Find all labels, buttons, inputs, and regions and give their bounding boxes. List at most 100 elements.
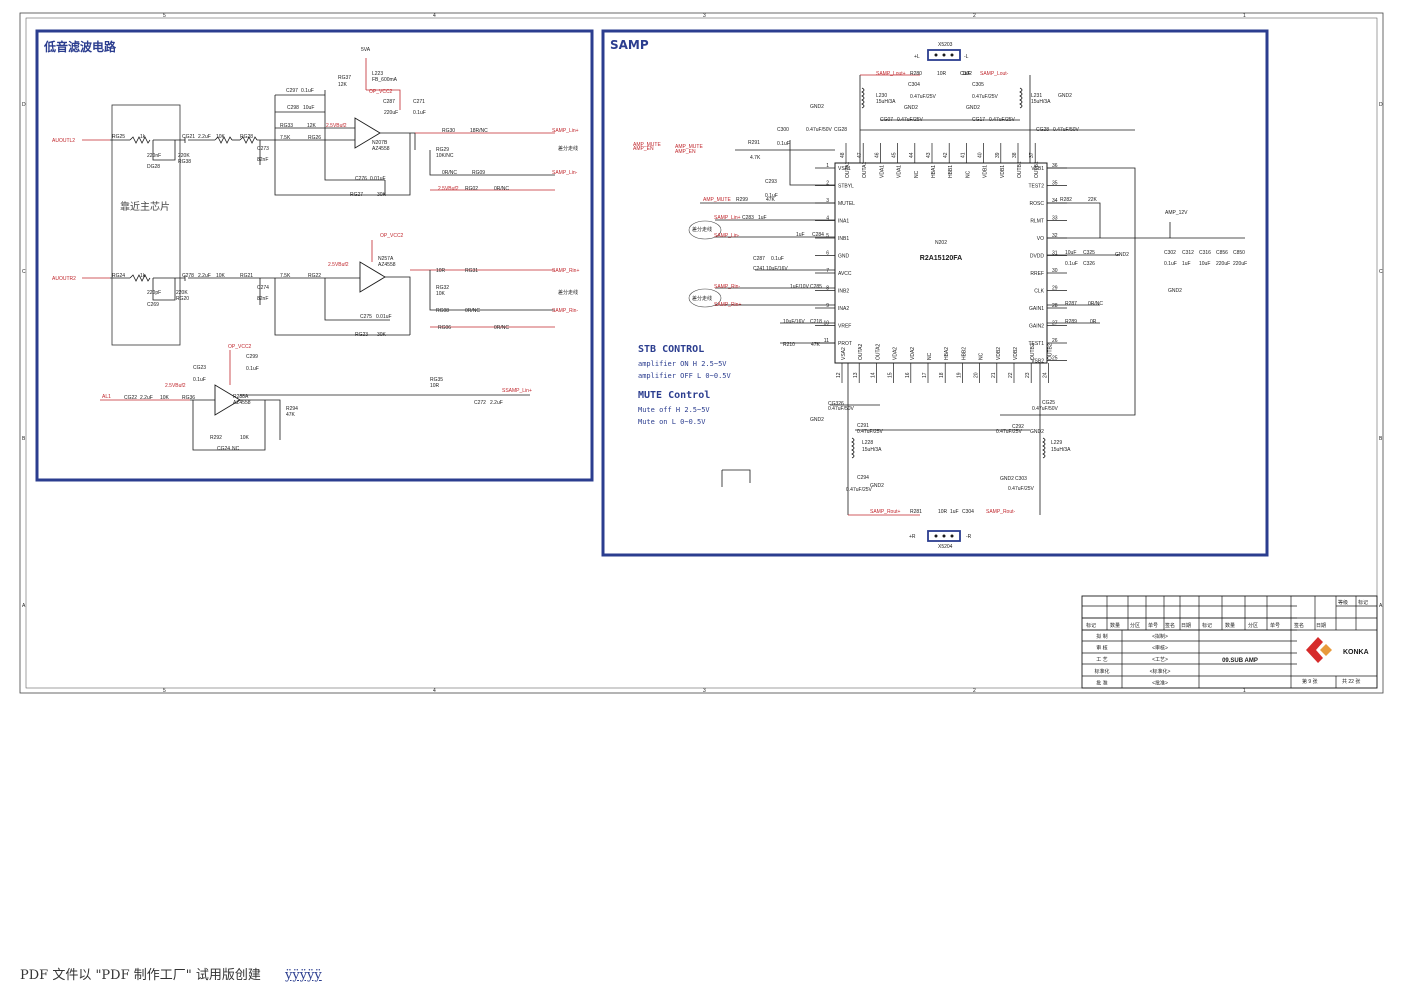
revision-header: 分区 <box>1248 622 1258 629</box>
part-label: C271 <box>413 99 425 105</box>
net-label: GND2 <box>810 417 824 423</box>
net-label: C304 <box>962 509 974 515</box>
net-label: 15uH/3A <box>1051 447 1071 453</box>
ic-pin-name: VDB1 <box>1000 165 1006 178</box>
ic-pin-number: 35 <box>1052 181 1058 187</box>
net-label: GND2 <box>1000 476 1014 482</box>
footer-link[interactable]: ÿÿÿÿÿ <box>285 968 322 983</box>
part-label: 10uF <box>303 105 314 111</box>
inductor-l230 <box>861 87 865 109</box>
ic-pin-name: VDA2 <box>910 347 916 360</box>
ic-pin-number: 26 <box>1052 338 1058 344</box>
ic-pin-number: 32 <box>1052 233 1058 239</box>
pdf-watermark-footer: PDF 文件以 "PDF 制作工厂" 试用版创建 ÿÿÿÿÿ <box>20 964 322 983</box>
border-row-letter: C <box>1379 269 1383 275</box>
net-label: CG28 <box>1036 127 1049 133</box>
title-block-grid <box>1082 596 1377 688</box>
opamp-n257a-ref: N257A <box>378 256 394 262</box>
net-label: GND2 <box>810 104 824 110</box>
net-label: C303 <box>1015 476 1027 482</box>
net-label: RG08 <box>436 308 449 314</box>
ic-pin-name: STBYL <box>838 184 854 190</box>
inductor-l228 <box>851 437 855 459</box>
net-label: +R <box>909 534 916 540</box>
net-label: C850 <box>1233 250 1245 256</box>
part-label: 2.2uF <box>490 400 503 406</box>
revision-header: 日期 <box>1181 623 1191 629</box>
net-label: RG32 <box>436 285 449 291</box>
main-chip-label: 靠近主芯片 <box>120 200 170 213</box>
net-label: C287 <box>753 256 765 262</box>
ic-pin-number: 40 <box>978 152 984 158</box>
ic-pin-number: 14 <box>870 372 876 378</box>
net-label: C326 <box>1083 261 1095 267</box>
border-col-number: 5 <box>163 688 166 694</box>
net-label: L231 <box>1031 93 1042 99</box>
title-block: 等级 标记 标记数量分区单号签名日期标记数量分区单号签名日期 拟 制<拟制>审 … <box>1081 595 1378 689</box>
logo-mark-red <box>1306 637 1323 663</box>
connector-pin <box>942 53 946 57</box>
ic-pin-name: NC <box>979 352 985 360</box>
rg37-value: 12K <box>338 82 348 88</box>
net-label: C218 <box>810 319 822 325</box>
ic-pin-number: 13 <box>853 372 859 378</box>
ic-pin-number: 45 <box>892 152 898 158</box>
part-label: RG23 <box>355 332 368 338</box>
part-label: C275 <box>360 314 372 320</box>
net-label: AMP_MUTE <box>703 197 731 203</box>
net-label: SAMP_Lin+ <box>552 128 579 134</box>
rail-2-5vbuf2-c: 2.5VBuf2 <box>328 262 349 268</box>
net-label: R210 <box>783 342 795 348</box>
part-label: 0.1uF <box>246 366 259 372</box>
net-label: 1uF/10V <box>790 284 810 290</box>
net-label: 10uF/16V <box>766 266 788 272</box>
net-label: 0.1uF <box>1164 261 1177 267</box>
border-col-number: 2 <box>973 13 976 19</box>
ic-pin-number: 21 <box>991 372 997 378</box>
opamp-r288a-part: AZ4558 <box>233 400 251 406</box>
net-label: C316 <box>1199 250 1211 256</box>
net-label: SAMP_Rout- <box>986 509 1016 515</box>
part-label: 47K <box>286 412 296 418</box>
net-label: GND2 <box>1168 288 1182 294</box>
net-label: 0.47uF/25V <box>972 94 999 100</box>
inductor-l229 <box>1042 437 1046 459</box>
rail-op-vcc2: OP_VCC2 <box>369 89 393 95</box>
part-label: 0.1uF <box>193 377 206 383</box>
net-label: 0.47uF/50V <box>806 127 833 133</box>
ic-pin-number: 37 <box>1029 152 1035 158</box>
net-label: GND2 <box>1030 429 1044 435</box>
ic-pin-name: VDA2 <box>893 347 899 360</box>
ic-pin-name: DVDD <box>1030 254 1045 260</box>
wire <box>240 399 281 440</box>
wire <box>192 400 266 451</box>
ic-pin-name: GAIN2 <box>1029 324 1044 330</box>
ic-pin-number: 31 <box>1052 251 1058 257</box>
net-label: C325 <box>1083 250 1095 256</box>
ic-pin-number: 29 <box>1052 286 1058 292</box>
part-label: CG23 <box>193 365 206 371</box>
rank-mark-label: 标记 <box>1358 599 1368 606</box>
part-label: C278 <box>182 273 194 279</box>
opamp-n207b <box>354 117 381 149</box>
ic-pin-number: 24 <box>1042 372 1048 378</box>
net-label: SAMP_Rin- <box>552 308 578 314</box>
net-label: SAMP_Lout- <box>980 71 1009 77</box>
part-label: C272 <box>474 400 486 406</box>
logo-mark-orange <box>1320 644 1332 656</box>
net-label: 0R/NC <box>494 186 509 192</box>
part-label: 82nF <box>257 157 268 163</box>
part-label: 2.2uF <box>198 134 211 140</box>
ic-ref: N202 <box>935 240 947 246</box>
part-label: C274 <box>257 285 269 291</box>
rail-op-vcc2-2: OP_VCC2 <box>380 233 404 239</box>
ic-pin-name: VREF <box>838 324 851 330</box>
border-col-number: 5 <box>163 13 166 19</box>
wire <box>324 90 385 181</box>
ic-pin-name: VDB1 <box>983 165 989 178</box>
part-label: RG28 <box>240 134 253 140</box>
net-label: C283 <box>742 215 754 221</box>
ic-pin-number: 2 <box>826 181 829 187</box>
part-label: RG38 <box>178 159 191 165</box>
